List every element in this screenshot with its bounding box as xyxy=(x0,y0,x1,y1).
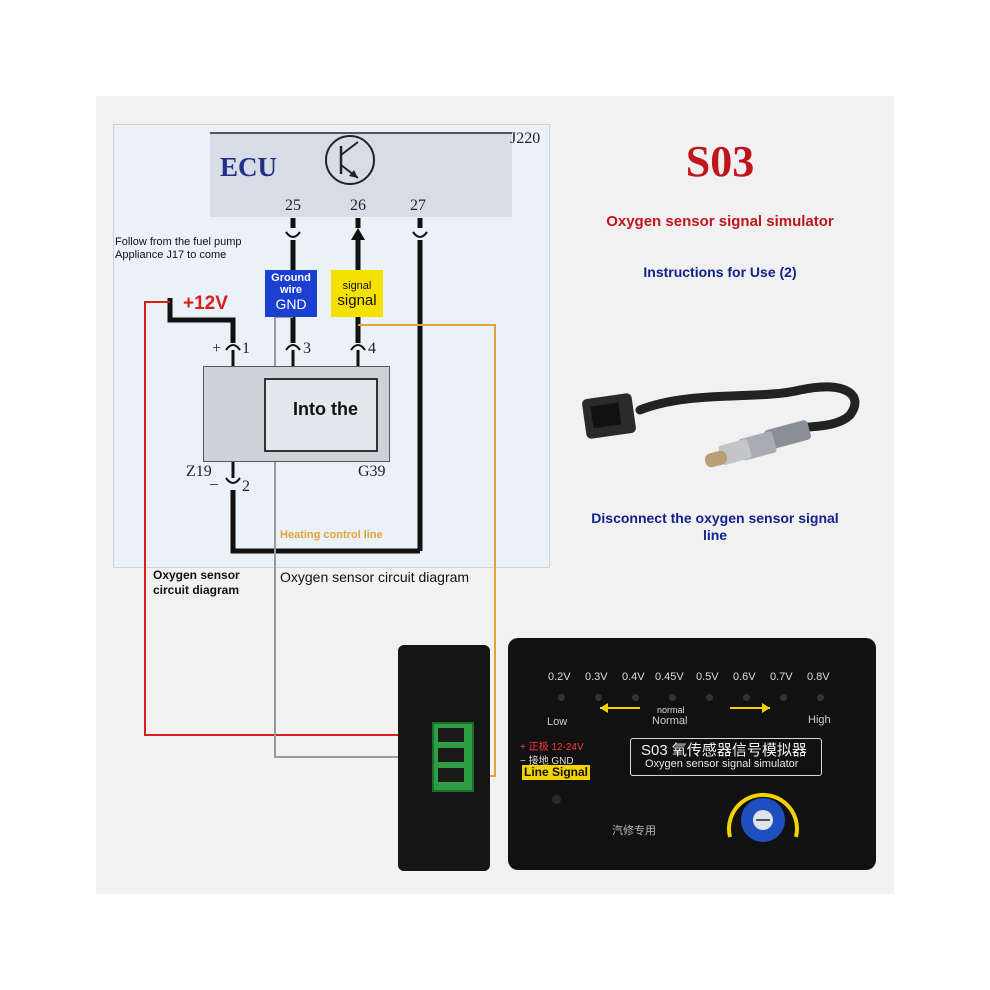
ground-tag-line2: GND xyxy=(275,296,307,312)
voltage-label: 0.6V xyxy=(733,671,756,683)
ecu-block xyxy=(210,132,512,217)
voltage-led xyxy=(743,694,750,701)
diagram-caption-bold: Oxygen sensor circuit diagram xyxy=(153,568,240,597)
voltage-led xyxy=(595,694,602,701)
line-signal-label: Line Signal xyxy=(522,765,591,780)
oxygen-sensor-image xyxy=(582,382,860,468)
heating-control-line-label: Heating control line xyxy=(280,529,383,541)
simulator-title-cn: S03 氧传感器信号模拟器 xyxy=(641,742,807,759)
ecu-code: J220 xyxy=(510,130,541,147)
sensor-element xyxy=(264,378,378,452)
voltage-label: 0.4V xyxy=(622,671,645,683)
ecu-pin-26: 26 xyxy=(350,197,366,214)
terminal-slots xyxy=(438,728,464,782)
voltage-led xyxy=(817,694,824,701)
normal-small-label: normal xyxy=(657,705,685,715)
disconnect-instruction: Disconnect the oxygen sensor signal line xyxy=(591,510,839,543)
voltage-led xyxy=(558,694,565,701)
adjustment-knob[interactable] xyxy=(718,775,808,855)
range-arrows xyxy=(600,703,770,713)
fuel-pump-note: Follow from the fuel pump Appliance J17 … xyxy=(115,236,242,261)
ground-tag-line1: Ground wire xyxy=(271,272,311,296)
ground-wire-tag: Ground wire GND xyxy=(265,270,317,317)
transistor-icon xyxy=(325,135,375,185)
positive-supply-label: + 正极 12-24V xyxy=(520,742,584,753)
simulator-device xyxy=(508,638,876,870)
high-label: High xyxy=(808,714,831,726)
sensor-pin-4: 4 xyxy=(368,340,376,357)
simulator-label-plate xyxy=(630,738,822,776)
product-title: S03 xyxy=(685,137,755,186)
z19-label: Z19 xyxy=(186,463,212,480)
g39-label: G39 xyxy=(358,463,386,480)
signal-wire-tag: signal signal xyxy=(331,270,383,317)
simulator-title-en: Oxygen sensor signal simulator xyxy=(645,758,799,770)
sensor-pin-1: 1 xyxy=(242,340,250,357)
low-label: Low xyxy=(547,716,568,728)
sensor-pin-2-sign: _ xyxy=(210,470,218,487)
voltage-led xyxy=(780,694,787,701)
signal-tag-line2: signal xyxy=(337,292,377,309)
voltage-led xyxy=(669,694,676,701)
voltage-label: 0.7V xyxy=(770,671,793,683)
arrow-left-icon xyxy=(600,703,640,713)
signal-tag-line1: signal xyxy=(342,280,372,292)
voltage-label: 0.2V xyxy=(548,671,571,683)
knob-arc-icon xyxy=(727,792,799,838)
voltage-label: 0.5V xyxy=(696,671,719,683)
ecu-pin-25: 25 xyxy=(285,197,301,214)
voltage-label: 0.8V xyxy=(807,671,830,683)
ground-label: − 接地 GND xyxy=(520,756,574,767)
product-subtitle: Oxygen sensor signal simulator xyxy=(606,213,834,230)
plus-12v-label: +12V xyxy=(183,293,228,314)
power-led xyxy=(552,795,561,804)
auto-repair-label: 汽修专用 xyxy=(612,825,656,837)
sensor-pin-3: 3 xyxy=(303,340,311,357)
voltage-led xyxy=(632,694,639,701)
diagram-caption: Oxygen sensor circuit diagram xyxy=(280,569,470,585)
instructions-label: Instructions for Use (2) xyxy=(643,264,797,280)
voltage-led xyxy=(706,694,713,701)
arrow-right-icon xyxy=(730,703,770,713)
sensor-pin-1-sign: + xyxy=(212,340,222,357)
voltage-label: 0.3V xyxy=(585,671,608,683)
sensor-inner-text: Into the xyxy=(293,399,358,419)
sensor-pin-2: 2 xyxy=(242,478,250,495)
ecu-label: ECU xyxy=(220,152,278,182)
normal-label: Normal xyxy=(652,715,688,727)
voltage-label: 0.45V xyxy=(655,671,684,683)
ecu-pin-27: 27 xyxy=(410,197,426,214)
